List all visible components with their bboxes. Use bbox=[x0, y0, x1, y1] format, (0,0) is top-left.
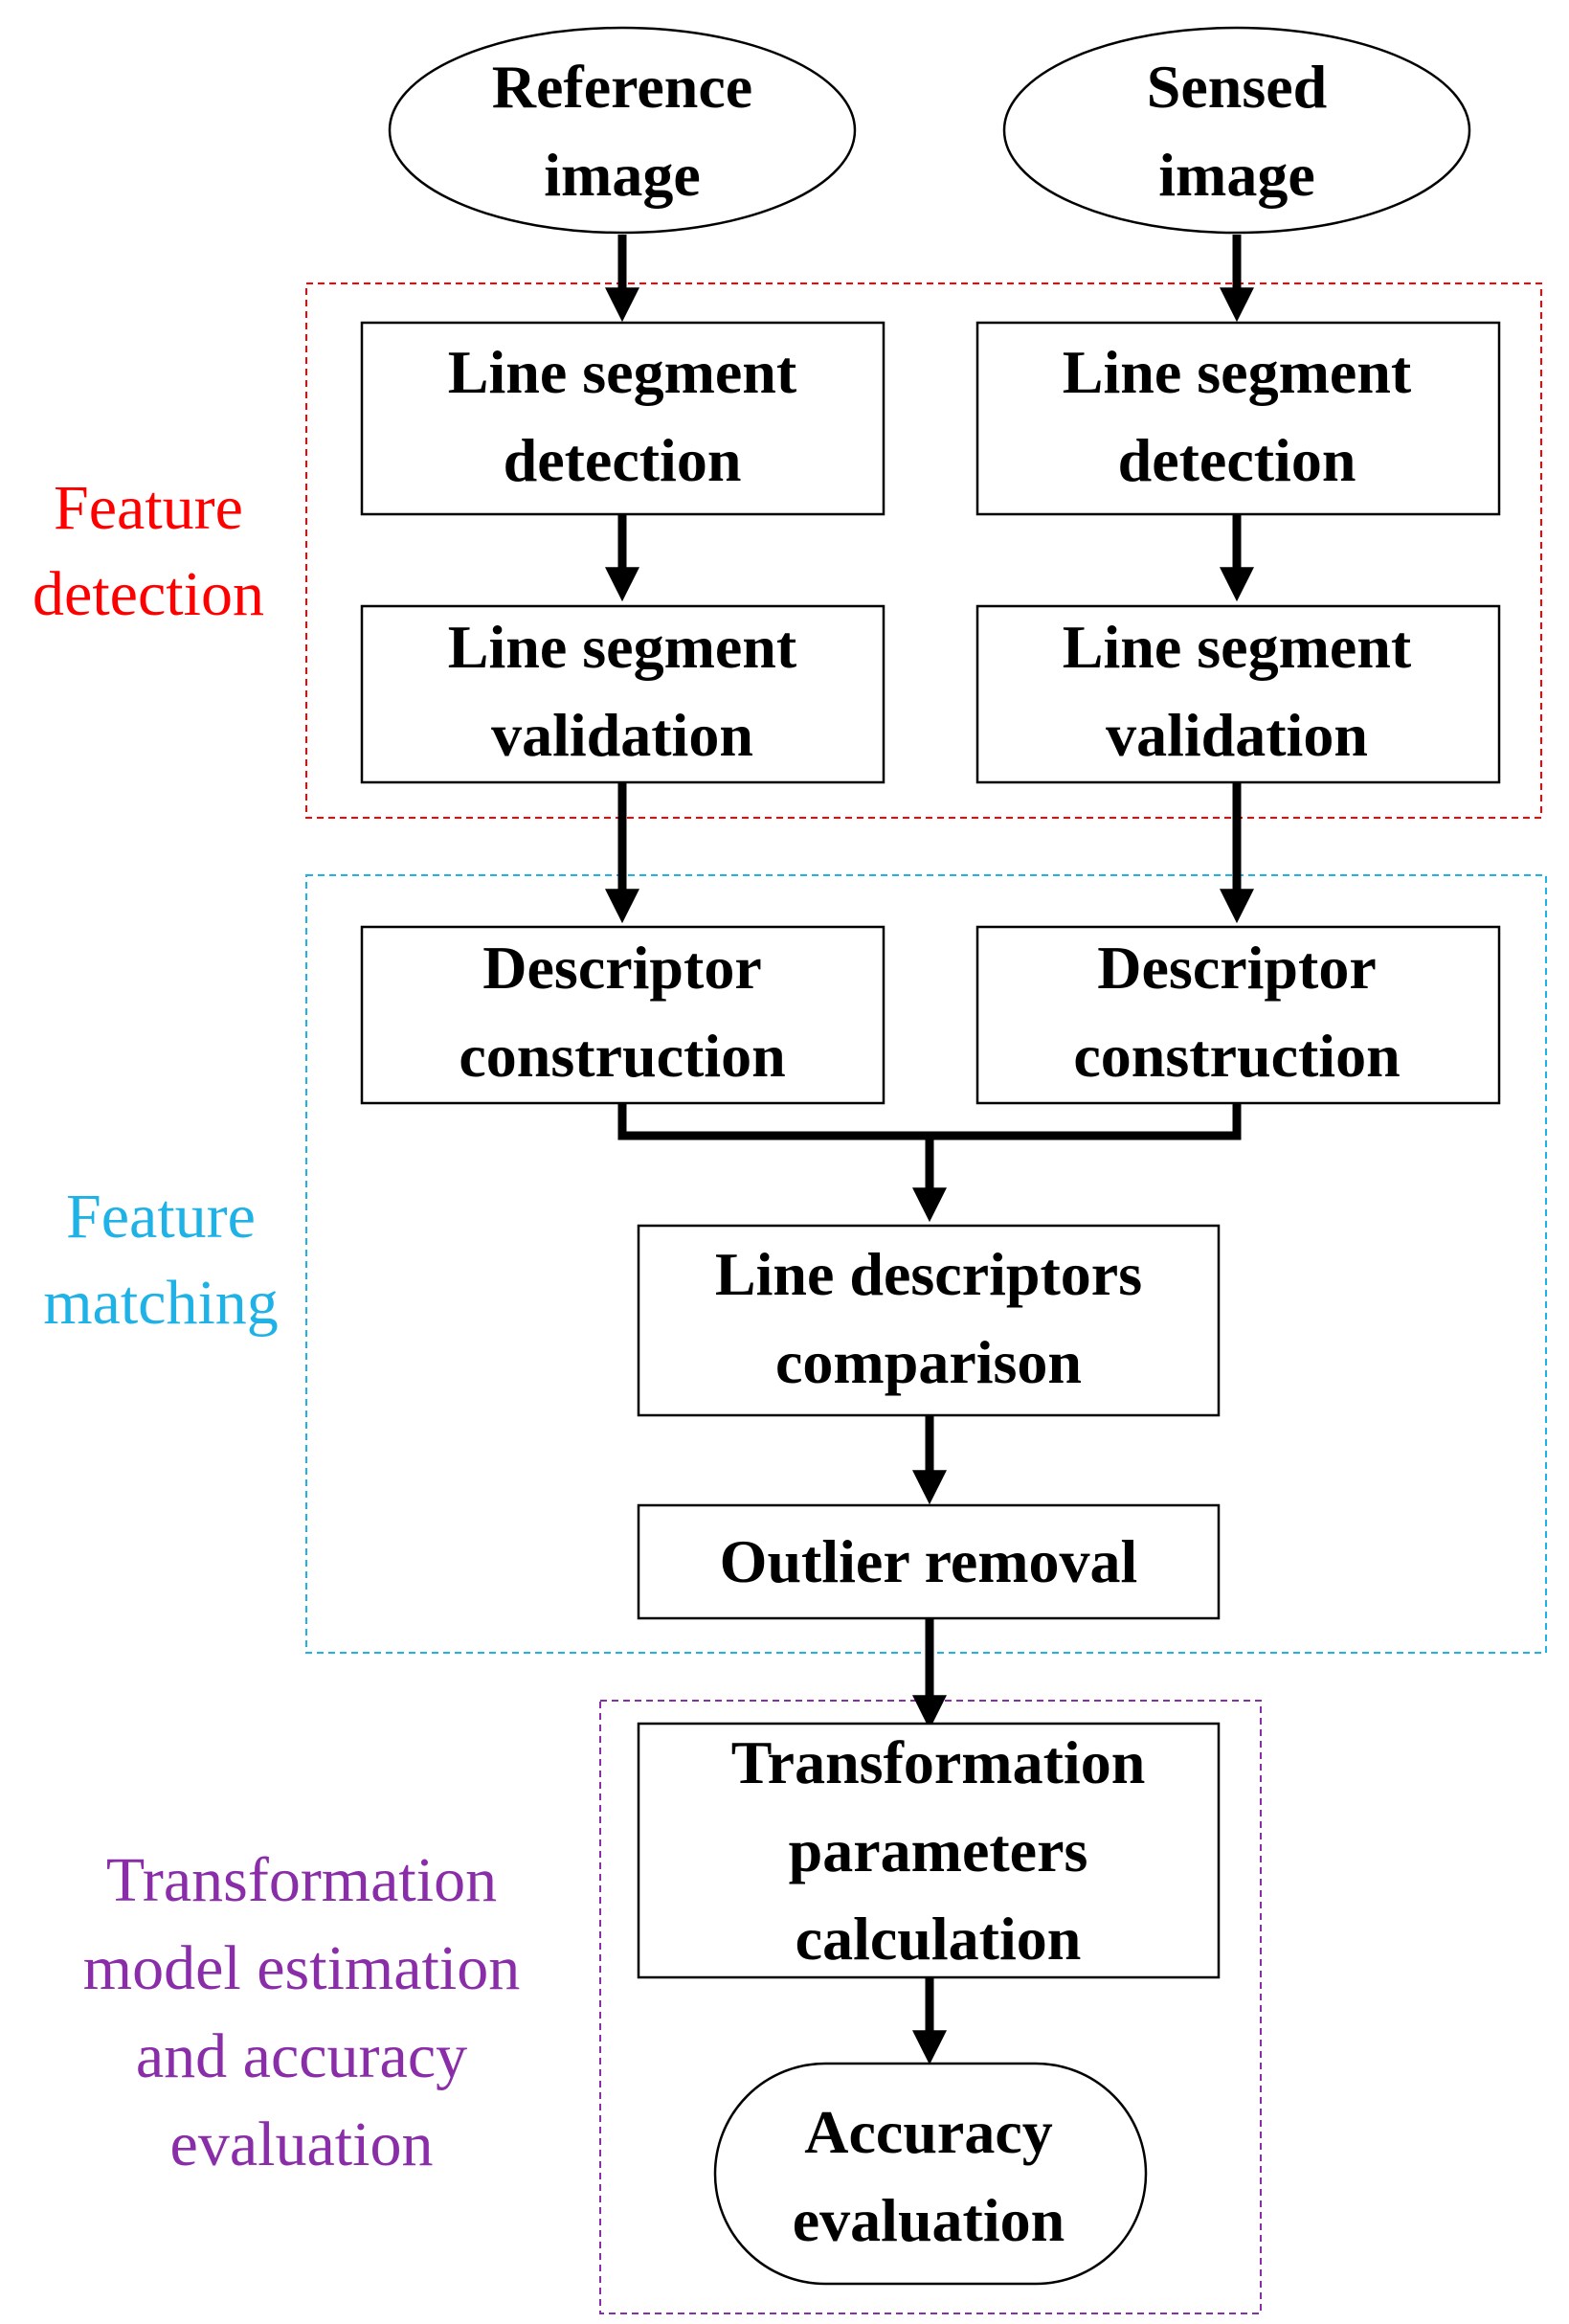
line-descriptors-comparison-node bbox=[637, 1224, 1221, 1417]
line-segment-detection-right-line-2: detection bbox=[1118, 426, 1356, 494]
line-segment-validation-left-line-2: validation bbox=[491, 701, 753, 769]
reference-image-node bbox=[388, 26, 857, 235]
feature-matching-line-1: Feature bbox=[66, 1182, 256, 1252]
transformation-line-3: and accuracy bbox=[136, 2021, 467, 2091]
transformation-parameters-calculation-line-3: calculation bbox=[796, 1905, 1082, 1973]
outlier-removal-node bbox=[637, 1503, 1221, 1620]
descriptor-construction-left-line-2: construction bbox=[459, 1022, 785, 1090]
descriptor-construction-left-node bbox=[360, 925, 885, 1105]
edge-desc-merge bbox=[617, 1103, 1242, 1140]
descriptor-construction-right-text: Descriptor construction bbox=[1073, 934, 1400, 1090]
line-segment-detection-right-node bbox=[975, 321, 1501, 516]
line-segment-validation-right-node bbox=[975, 604, 1501, 784]
feature-detection-line-2: detection bbox=[33, 559, 264, 629]
sensed-image-node bbox=[1002, 26, 1471, 235]
transformation-line-2: model estimation bbox=[83, 1933, 520, 2003]
reference-image-text: Reference image bbox=[492, 53, 752, 209]
transformation-parameters-calculation-line-1: Transformation bbox=[731, 1728, 1146, 1796]
line-segment-validation-left-node bbox=[360, 604, 885, 784]
accuracy-evaluation-text: Accuracy evaluation bbox=[793, 2098, 1065, 2254]
line-descriptors-comparison-text: Line descriptors comparison bbox=[715, 1240, 1142, 1396]
accuracy-evaluation-line-2: evaluation bbox=[793, 2186, 1065, 2254]
line-segment-validation-left-line-1: Line segment bbox=[448, 613, 797, 681]
transformation-line-4: evaluation bbox=[170, 2110, 434, 2179]
descriptor-construction-right-node bbox=[975, 925, 1501, 1105]
reference-image-line-2: image bbox=[544, 141, 701, 209]
feature-detection-label: Feature detection bbox=[33, 473, 264, 629]
line-segment-detection-right-line-1: Line segment bbox=[1063, 338, 1412, 406]
transformation-line-1: Transformation bbox=[106, 1845, 497, 1915]
line-descriptors-comparison-line-1: Line descriptors bbox=[715, 1240, 1142, 1308]
reference-image-line-1: Reference bbox=[492, 53, 752, 121]
transformation-parameters-calculation-node bbox=[637, 1722, 1221, 1979]
descriptor-construction-right-line-2: construction bbox=[1073, 1022, 1400, 1090]
line-descriptors-comparison-line-2: comparison bbox=[775, 1328, 1082, 1396]
transformation-label: Transformation model estimation and accura… bbox=[83, 1845, 520, 2179]
sensed-image-text: Sensed image bbox=[1147, 53, 1328, 209]
descriptor-construction-left-line-1: Descriptor bbox=[482, 934, 761, 1002]
descriptor-construction-right-line-1: Descriptor bbox=[1097, 934, 1376, 1002]
line-segment-validation-right-text: Line segment validation bbox=[1063, 613, 1412, 769]
sensed-image-line-2: image bbox=[1158, 141, 1315, 209]
feature-matching-label: Feature matching bbox=[43, 1182, 279, 1338]
line-segment-detection-left-node bbox=[360, 321, 885, 516]
descriptor-construction-left-text: Descriptor construction bbox=[459, 934, 785, 1090]
transformation-frame bbox=[599, 1700, 1262, 2314]
line-segment-validation-right-line-1: Line segment bbox=[1063, 613, 1412, 681]
line-segment-validation-left-text: Line segment validation bbox=[448, 613, 797, 769]
line-segment-detection-left-line-2: detection bbox=[504, 426, 742, 494]
line-segment-detection-left-text: Line segment detection bbox=[448, 338, 797, 494]
feature-matching-line-2: matching bbox=[43, 1268, 279, 1338]
accuracy-evaluation-node bbox=[713, 2062, 1148, 2286]
transformation-parameters-calculation-line-2: parameters bbox=[789, 1816, 1088, 1884]
line-segment-validation-right-line-2: validation bbox=[1106, 701, 1368, 769]
line-segment-detection-right-text: Line segment detection bbox=[1063, 338, 1412, 494]
outlier-removal-text: Outlier removal bbox=[720, 1527, 1138, 1595]
accuracy-evaluation-line-1: Accuracy bbox=[804, 2098, 1052, 2166]
feature-detection-line-1: Feature bbox=[54, 473, 243, 543]
line-segment-detection-left-line-1: Line segment bbox=[448, 338, 797, 406]
sensed-image-line-1: Sensed bbox=[1147, 53, 1328, 121]
outlier-removal-line-1: Outlier removal bbox=[720, 1527, 1138, 1595]
transformation-parameters-calculation-text: Transformation parameters calculation bbox=[731, 1728, 1146, 1973]
